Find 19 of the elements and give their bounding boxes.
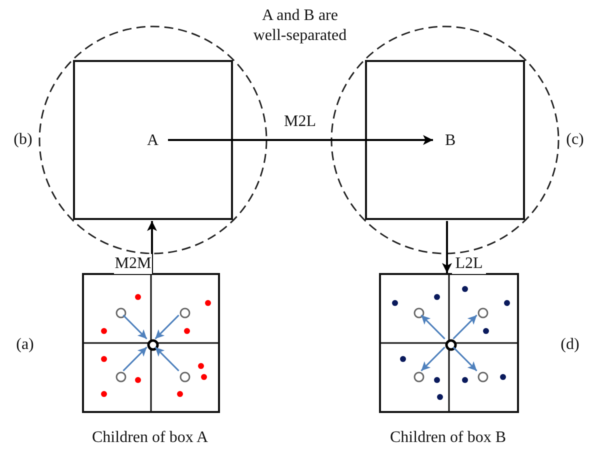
arrow — [147, 221, 157, 273]
arrow — [154, 314, 180, 340]
arrow — [420, 314, 446, 340]
arrow — [442, 221, 452, 273]
node-label: Children of box B — [389, 428, 507, 448]
edge-label: L2L — [452, 254, 486, 274]
child-grid-box — [379, 273, 519, 413]
arrow — [452, 314, 478, 340]
arrow — [122, 346, 148, 372]
arrow — [154, 346, 180, 372]
child-grid-box — [82, 273, 220, 413]
square-box — [73, 60, 233, 220]
arrow — [122, 314, 148, 340]
arrow — [452, 346, 478, 372]
edge-label: M2M — [114, 254, 152, 274]
square-box — [365, 60, 525, 220]
arrow — [420, 346, 446, 372]
arrow — [168, 135, 433, 145]
node-label: Children of box A — [91, 428, 209, 448]
